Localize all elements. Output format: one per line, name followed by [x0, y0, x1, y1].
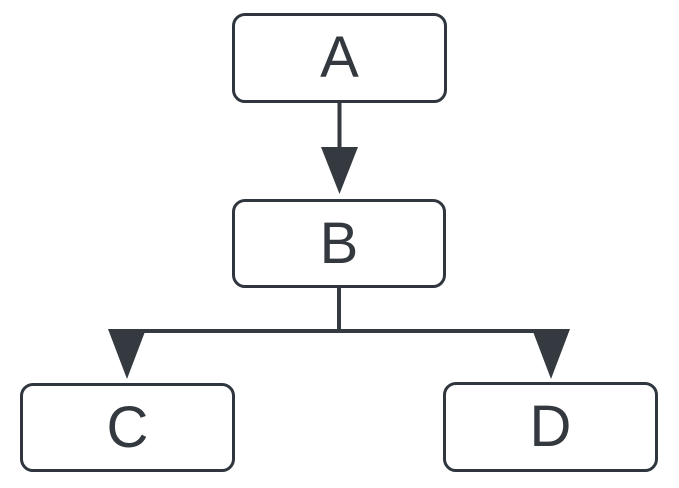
- node-d: D: [443, 382, 658, 472]
- arrowhead-b-to-d: [532, 329, 570, 379]
- edge-b-branch: [127, 286, 551, 333]
- arrowhead-b-to-c: [108, 329, 146, 379]
- edge-b-to-c: [108, 329, 146, 379]
- node-a: A: [232, 13, 447, 103]
- node-b: B: [232, 199, 446, 288]
- edge-b-to-d: [532, 329, 570, 379]
- arrowhead-a-to-b: [321, 147, 358, 194]
- edge-a-to-b: [321, 101, 358, 194]
- node-c: C: [20, 383, 235, 472]
